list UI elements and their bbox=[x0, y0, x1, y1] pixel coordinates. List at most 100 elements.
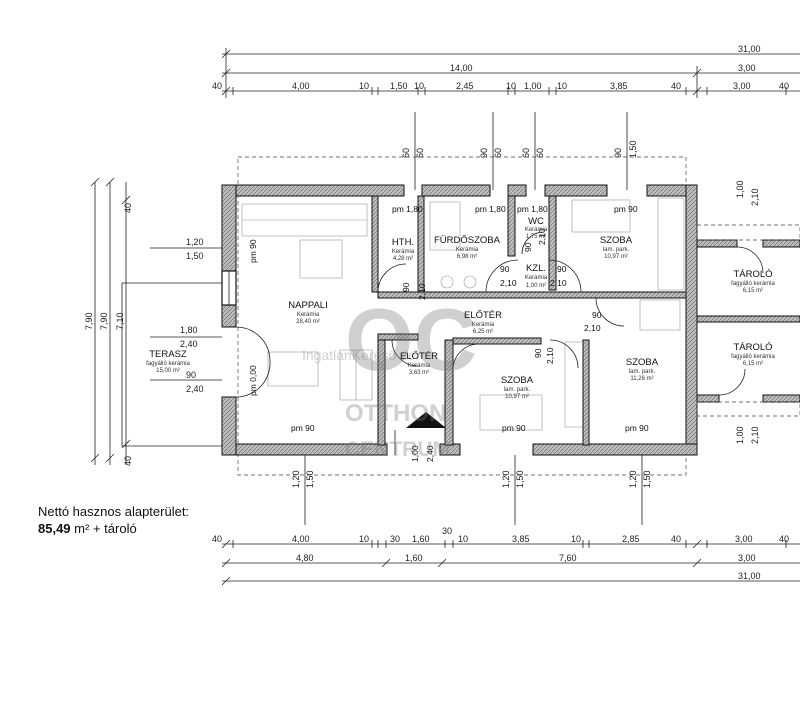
sill-label: pm 90 bbox=[291, 423, 315, 433]
sill-label: pm 90 bbox=[248, 239, 258, 263]
terrace-dim: 1,50 bbox=[186, 251, 204, 261]
overall-width-top: 31,00 bbox=[738, 44, 761, 54]
room-material: Kerámia bbox=[525, 227, 548, 233]
window-dim: 1,50 bbox=[642, 470, 652, 488]
top-dimensions: 31,00 14,00 3,00 40 4,00 10 1,50 10 2,45… bbox=[212, 44, 800, 98]
door-dim: 2,10 bbox=[584, 323, 601, 333]
window-dim: 1,50 bbox=[305, 470, 315, 488]
dim-segment: 3,85 bbox=[610, 81, 628, 91]
room-area: 1,00 m² bbox=[526, 283, 546, 289]
watermark-line1: OTTHON bbox=[345, 400, 446, 427]
dim-segment: 1,50 bbox=[390, 81, 408, 91]
dim-segment: 40 bbox=[212, 81, 222, 91]
dim-segment: 3,00 bbox=[733, 81, 751, 91]
room-area: 1,75 m² bbox=[526, 234, 546, 240]
window-dim: 60 bbox=[401, 148, 411, 158]
room-area: 3,63 m² bbox=[409, 370, 429, 376]
sill-labels: pm 90 pm 1,80 pm 1,80 pm 1,80 pm 90 pm 9… bbox=[248, 204, 649, 433]
dim-segment: 10 bbox=[506, 81, 516, 91]
watermark-extra: IngatlanKereső der bbox=[302, 347, 421, 363]
net-area-value: 85,49 bbox=[38, 521, 71, 536]
net-area-label: Nettó hasznos alapterület: bbox=[38, 504, 190, 519]
net-area-unit: m² bbox=[74, 521, 90, 536]
dim-segment: 40 bbox=[671, 534, 681, 544]
door-dim: 2,10 bbox=[545, 347, 555, 364]
dim-segment: 40 bbox=[671, 81, 681, 91]
room-name: ELŐTÉR bbox=[400, 351, 438, 362]
sill-label: pm 90 bbox=[614, 204, 638, 214]
window-dim: 1,20 bbox=[628, 470, 638, 488]
window-dim: 60 bbox=[493, 148, 503, 158]
window-dim: 1,00 bbox=[735, 180, 745, 198]
sill-label: pm 1,80 bbox=[475, 204, 506, 214]
terrace-dim: 2,40 bbox=[180, 339, 198, 349]
room-name: NAPPALI bbox=[288, 300, 327, 311]
dim-segment: 10 bbox=[359, 534, 369, 544]
door-dim: 90 bbox=[401, 282, 411, 292]
dim-segment: 4,80 bbox=[296, 553, 314, 563]
room-material: Kerámia bbox=[392, 249, 415, 255]
window-dim: 1,20 bbox=[291, 470, 301, 488]
window-dim: 60 bbox=[415, 148, 425, 158]
room-name: TERASZ bbox=[149, 349, 187, 360]
dim-segment: 3,00 bbox=[735, 534, 753, 544]
door-dim: 90 bbox=[533, 348, 543, 358]
door-dim: 1,00 bbox=[410, 445, 420, 462]
room-area: 6,98 m² bbox=[457, 254, 477, 260]
net-area-suffix: + tároló bbox=[92, 521, 137, 536]
window-dim: 60 bbox=[521, 148, 531, 158]
room-area: 6,25 m² bbox=[473, 329, 493, 335]
dim-segment: 10 bbox=[557, 81, 567, 91]
dim-segment: 30 bbox=[390, 534, 400, 544]
room-material: Kerámia bbox=[456, 247, 479, 253]
door-dim: 2,40 bbox=[425, 445, 435, 462]
height-dim: 7,90 bbox=[84, 312, 94, 330]
dim-segment: 30 bbox=[442, 526, 452, 536]
dim-segment: 10 bbox=[414, 81, 424, 91]
sill-label: pm 90 bbox=[502, 423, 526, 433]
room-name: SZOBA bbox=[600, 235, 633, 246]
room-name: WC bbox=[528, 216, 544, 227]
height-dim: 40 bbox=[123, 203, 133, 213]
dim-segment: 1,00 bbox=[524, 81, 542, 91]
dim-segment: 2,85 bbox=[622, 534, 640, 544]
sill-label: pm 0,00 bbox=[248, 365, 258, 396]
window-dim: 60 bbox=[535, 148, 545, 158]
terrace-dim: 90 bbox=[186, 370, 196, 380]
room-area: 6,15 m² bbox=[743, 288, 763, 294]
room-area: 11,26 m² bbox=[630, 376, 653, 382]
room-material: fagyálló kerámia bbox=[731, 354, 775, 360]
door-dim: 90 bbox=[592, 310, 602, 320]
door-dim: 2,10 bbox=[500, 278, 517, 288]
net-area-value-line: 85,49 m² + tároló bbox=[38, 520, 189, 537]
watermark: OC OTTHON CENTRUM IngatlanKereső der bbox=[302, 290, 477, 461]
sill-label: pm 90 bbox=[625, 423, 649, 433]
dim-segment: 4,00 bbox=[292, 534, 310, 544]
dim-segment: 40 bbox=[779, 534, 789, 544]
left-dimensions: 7,90 7,90 7,10 40 40 bbox=[84, 177, 133, 466]
room-area: 4,28 m² bbox=[393, 256, 413, 262]
room-material: lam. park. bbox=[629, 369, 656, 375]
bottom-dimensions: 40 4,00 10 30 1,60 10 3,85 10 2,85 40 3,… bbox=[212, 526, 800, 586]
dim-segment: 3,00 bbox=[738, 553, 756, 563]
dim-segment: 10 bbox=[571, 534, 581, 544]
window-dim: 2,10 bbox=[750, 426, 760, 444]
terrace-dim: 1,20 bbox=[186, 237, 204, 247]
door-dim: 90 bbox=[557, 264, 567, 274]
room-area: 10,97 m² bbox=[604, 254, 628, 260]
watermark-logo: OC bbox=[345, 290, 477, 389]
doors bbox=[235, 231, 764, 455]
window-dim: 1,00 bbox=[735, 426, 745, 444]
door-dims: 90 2,10 90 2,10 90 2,10 90 2,10 90 2,10 … bbox=[401, 228, 602, 462]
dim-segment: 1,60 bbox=[412, 534, 430, 544]
dim-segment: 40 bbox=[212, 534, 222, 544]
room-material: fagyálló kerámia bbox=[146, 361, 190, 367]
room-name: SZOBA bbox=[501, 375, 534, 386]
room-name: TÁROLÓ bbox=[733, 269, 772, 280]
height-dim: 40 bbox=[123, 456, 133, 466]
room-area: 6,15 m² bbox=[743, 361, 763, 367]
room-labels: NAPPALI Kerámia 28,40 m² HTH. Kerámia 4,… bbox=[146, 216, 775, 400]
dim-segment: 10 bbox=[458, 534, 468, 544]
bottom-window-dims: 1,20 1,50 1,20 1,50 1,20 1,50 bbox=[291, 455, 652, 525]
room-name: HTH. bbox=[392, 237, 414, 248]
